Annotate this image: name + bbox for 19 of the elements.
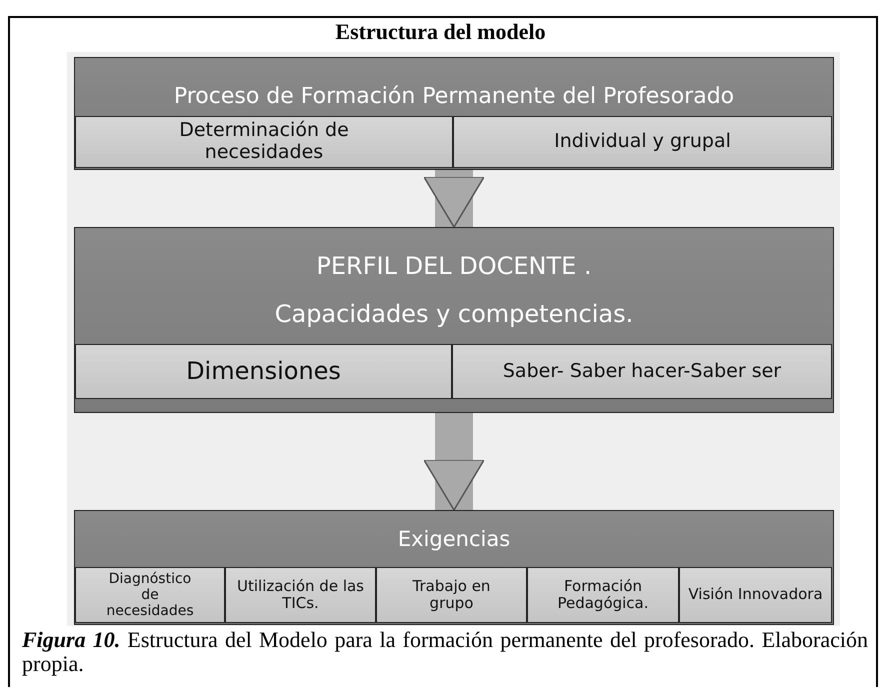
title: Estructura del modelo	[334, 19, 547, 45]
item-box: Individual y grupal	[453, 116, 832, 168]
section-band	[74, 510, 834, 625]
band-heading: Proceso de Formación Permanente del Profesorado	[172, 84, 736, 109]
item-box: Determinación de necesidades	[75, 116, 453, 168]
item-box: Trabajo en grupo	[376, 567, 527, 623]
band-heading: Exigencias	[396, 527, 512, 551]
item-box: Dimensiones	[75, 344, 452, 399]
item-box: Diagnóstico de necesidades	[75, 567, 225, 623]
band-heading: PERFIL DEL DOCENTE .	[315, 252, 593, 280]
item-box: Visión Innovadora	[679, 567, 832, 623]
caption: Figura 10. Estructura del Modelo para la formación permanente del profesorado. Elaboración propia.	[22, 628, 868, 676]
band-heading: Capacidades y competencias.	[274, 300, 634, 328]
item-box: Saber- Saber hacer-Saber ser	[452, 344, 832, 399]
item-box: Utilización de las TICs.	[225, 567, 376, 623]
section-band	[74, 57, 834, 170]
item-box: Formación Pedagógica.	[527, 567, 679, 623]
section-band	[74, 227, 834, 413]
arrow	[423, 413, 485, 511]
